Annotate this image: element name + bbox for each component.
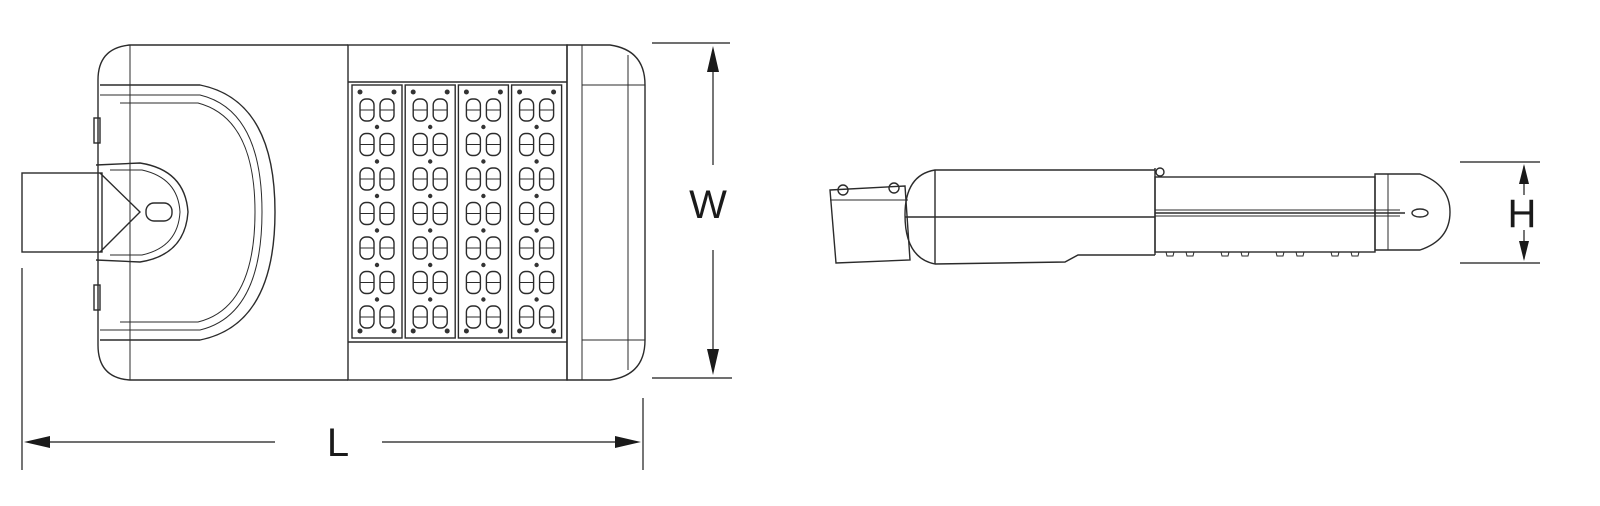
side-view [829, 167, 1451, 265]
heatsink-fin [1350, 251, 1360, 257]
heatsink-fins [1165, 251, 1360, 257]
length-dimension: L [21, 268, 644, 470]
led-module [351, 84, 403, 339]
length-label: L [327, 421, 349, 465]
heatsink-fin [1220, 251, 1230, 257]
led-module [510, 84, 563, 339]
heatsink-fin [1185, 251, 1195, 257]
side-body [904, 169, 1155, 265]
heatsink-fin [1295, 251, 1305, 257]
led-module [457, 84, 510, 339]
pole-adapter [21, 162, 189, 263]
width-label: W [689, 183, 727, 227]
top-view [21, 44, 646, 381]
heatsink-fin [1275, 251, 1285, 257]
side-mount [829, 185, 911, 264]
heatsink-fin [1330, 251, 1340, 257]
housing-front-cap [566, 44, 646, 381]
led-modules [351, 84, 563, 339]
height-label: H [1508, 192, 1537, 236]
side-heatsink [1154, 176, 1376, 253]
heatsink-fin [1165, 251, 1175, 257]
height-dimension: H [1460, 161, 1540, 264]
heatsink-fin [1240, 251, 1250, 257]
width-dimension: W [652, 42, 732, 379]
side-end-cap [1374, 173, 1451, 251]
led-module [404, 84, 456, 339]
housing-rear [97, 44, 348, 381]
